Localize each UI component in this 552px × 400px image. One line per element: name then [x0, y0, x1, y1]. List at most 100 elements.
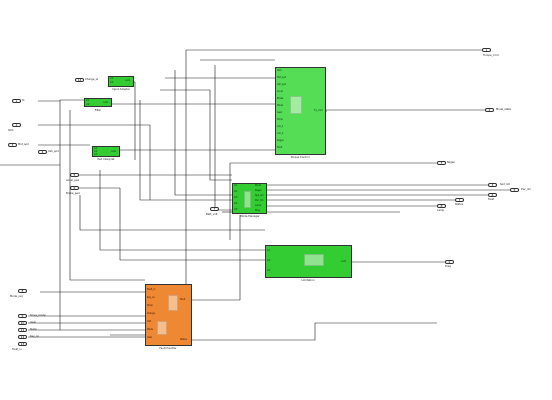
outport-2[interactable]: 2: [485, 108, 494, 112]
outport-8-number: 8: [440, 204, 443, 208]
input-adapter-label: Input Adapter: [112, 88, 130, 91]
inport-1-label: Ts: [22, 99, 25, 102]
ped-interpret-pin-in-3: in3: [94, 152, 98, 156]
outport-8-label: Lamp: [437, 209, 445, 212]
outport-3-number: 3: [440, 161, 443, 165]
inport-4[interactable]: 4: [38, 150, 47, 154]
inport-12[interactable]: 12: [18, 335, 27, 339]
inport-8-label: Mode_req: [10, 295, 23, 298]
outport-6[interactable]: 6: [488, 193, 497, 197]
inport-11[interactable]: 11: [18, 328, 27, 332]
fault-handler-label: Fault Handler: [159, 347, 177, 350]
outport-3[interactable]: 3: [437, 161, 446, 165]
input-adapter-pin-in-1: in1: [110, 77, 114, 80]
mode-manager-label: Mode Manager: [240, 215, 260, 218]
outport-5[interactable]: 5: [510, 188, 519, 192]
inport-14[interactable]: 14: [75, 78, 84, 82]
fault-handler-pin-in-2: Key_on: [147, 296, 155, 299]
inport-1[interactable]: 1: [12, 99, 21, 103]
input-adapter-pin-in-2: in2: [110, 81, 114, 84]
outport-7-label: Status: [455, 203, 464, 206]
inport-6[interactable]: 6: [70, 186, 79, 190]
outport-2-number: 2: [488, 108, 491, 112]
torque-control-block[interactable]: SOC Mot_spd Veh_spd Accel Brake Mode Gea…: [275, 67, 326, 155]
inport-12-number: 12: [20, 335, 25, 339]
filter-pin-in-2: in2: [86, 102, 90, 106]
outport-4-number: 4: [491, 183, 494, 187]
torque-control-pin-in-1: SOC: [277, 69, 282, 72]
inport-7-label: Batt_volt: [206, 213, 218, 216]
mode-manager-pin-in-1: in1: [234, 184, 238, 187]
limitation-pin-out-1: out1: [341, 260, 346, 263]
mode-manager-block[interactable]: in1 in2 in3 in4 in5 Mode Regen Spd_lim P…: [232, 183, 267, 214]
mode-manager-pin-out-6: Diag: [255, 209, 261, 212]
outport-9[interactable]: 9: [445, 260, 454, 264]
inport-8-number: 8: [21, 289, 24, 293]
inport-6-number: 6: [73, 186, 76, 190]
mode-manager-pin-in-3: in3: [234, 196, 238, 199]
filter-block[interactable]: in1 in2 out1: [84, 98, 112, 107]
torque-control-pin-in-4: Accel: [277, 90, 283, 93]
ped-interpret-block[interactable]: in1 in2 in3 out1: [92, 146, 120, 157]
mode-manager-pin-in-5: in5: [234, 208, 238, 211]
fault-handler-subsystem-icon-lower: [157, 321, 167, 335]
inport-8[interactable]: 8: [18, 289, 27, 293]
torque-control-pin-in-9: Lim_1: [277, 125, 284, 128]
limitation-pin-in-1: in1: [267, 249, 271, 252]
fault-handler-pin-in-1: Fault_in: [147, 288, 156, 291]
inport-9[interactable]: 9: [18, 314, 27, 318]
inport-5-label: Accel_ped: [66, 179, 80, 182]
inport-13-label: Fault_in: [12, 348, 22, 351]
fault-handler-pin-in-6: Mode: [147, 328, 153, 331]
input-adapter-block[interactable]: in1 in2 out1: [108, 76, 134, 87]
fault-handler-block[interactable]: Fault_in Key_on Temp Charge Volt Mode Ge…: [145, 284, 192, 346]
outport-5-number: 5: [513, 188, 516, 192]
inport-13[interactable]: 13: [18, 342, 27, 346]
outport-7-number: 7: [458, 198, 461, 202]
filter-label: Filter: [94, 109, 102, 112]
fault-handler-pin-out-1: Fault: [180, 298, 186, 301]
input-adapter-pin-out-1: out1: [125, 79, 130, 82]
inport-14-number: 14: [77, 78, 82, 82]
inport-10[interactable]: 10: [18, 321, 27, 325]
fault-handler-pin-in-4: Charge: [147, 312, 155, 315]
inport-7[interactable]: 7: [210, 207, 219, 211]
fault-handler-pin-in-3: Temp: [147, 304, 153, 307]
limitation-block[interactable]: in1 in2 in3 out1: [265, 245, 352, 278]
outport-4-label: Spd_lim: [500, 183, 511, 186]
torque-control-label: Torque Control: [290, 156, 310, 159]
inport-4-label: Veh_spd: [48, 150, 59, 153]
inport-2[interactable]: 2: [12, 123, 21, 127]
inport-14-label: Charge_st: [85, 78, 98, 81]
torque-control-pin-in-11: Regen: [277, 139, 284, 142]
torque-control-pin-in-3: Veh_spd: [277, 83, 287, 86]
outport-7[interactable]: 7: [455, 198, 464, 202]
inport-3[interactable]: 3: [8, 143, 17, 147]
torque-control-pin-in-5: Brake: [277, 97, 284, 100]
ped-interpret-label: Ped Interpret: [97, 158, 115, 161]
inport-9-label: Drive_mode: [30, 314, 46, 317]
inport-2-number: 2: [15, 123, 18, 127]
inport-10-number: 10: [20, 321, 25, 325]
outport-1-label: Torque_cmd: [483, 54, 499, 57]
outport-9-number: 9: [448, 260, 451, 264]
inport-13-number: 13: [20, 342, 25, 346]
fault-handler-subsystem-icon-upper: [168, 295, 178, 311]
torque-control-pin-in-6: Mode: [277, 104, 283, 107]
inport-5[interactable]: 5: [70, 173, 79, 177]
outport-1-number: 1: [485, 48, 488, 52]
torque-control-pin-in-10: Lim_2: [277, 132, 284, 135]
inport-3-label: Mot_spd: [18, 143, 29, 146]
limitation-pin-in-3: in3: [267, 269, 271, 272]
outport-8[interactable]: 8: [437, 204, 446, 208]
inport-10-label: Gear: [30, 321, 37, 324]
torque-control-pin-in-7: Gear: [277, 111, 283, 114]
torque-control-pin-out-1: Tq_cmd: [314, 109, 323, 112]
outport-1[interactable]: 1: [482, 48, 491, 52]
outport-4[interactable]: 4: [488, 183, 497, 187]
mode-manager-pin-out-5: Lamp: [255, 204, 262, 207]
inport-4-number: 4: [41, 150, 44, 154]
inport-11-number: 11: [20, 328, 25, 332]
